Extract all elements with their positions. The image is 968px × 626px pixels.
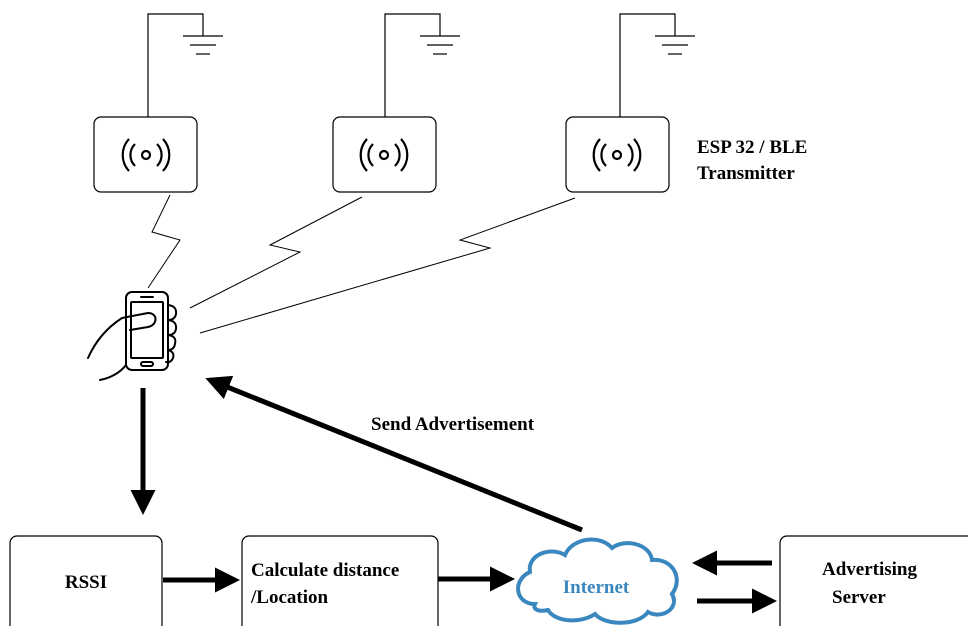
rssi-label: RSSI (65, 572, 107, 593)
signal-link-2 (189, 196, 363, 309)
transmitter-1 (93, 13, 224, 193)
signal-link-1 (147, 194, 181, 289)
calculate-box: Calculate distance /Location (241, 535, 439, 626)
cloud-icon (516, 537, 679, 625)
rssi-box: RSSI (9, 535, 163, 626)
transmitter-3 (565, 13, 696, 193)
ground-icon (654, 35, 696, 55)
internet-label: Internet (563, 577, 630, 598)
advertising-server-box: Advertising Server (779, 535, 968, 626)
calculate-label-line2: /Location (250, 587, 328, 608)
transmitter-2 (332, 13, 461, 193)
server-label-line1: Advertising (822, 559, 918, 580)
transmitter-label-line2: Transmitter (697, 163, 795, 184)
hand-holding-smartphone-icon (87, 291, 178, 381)
ground-icon (419, 35, 461, 55)
internet-cloud: Internet (516, 537, 679, 625)
send-advertisement-label: Send Advertisement (371, 414, 535, 435)
signal-link-3 (199, 197, 576, 334)
ground-icon (182, 35, 224, 55)
calculate-label-line1: Calculate distance (251, 560, 399, 581)
send-advertisement-arrow (205, 375, 583, 533)
transmitter-label-line1: ESP 32 / BLE (697, 137, 807, 158)
server-label-line2: Server (832, 587, 886, 608)
